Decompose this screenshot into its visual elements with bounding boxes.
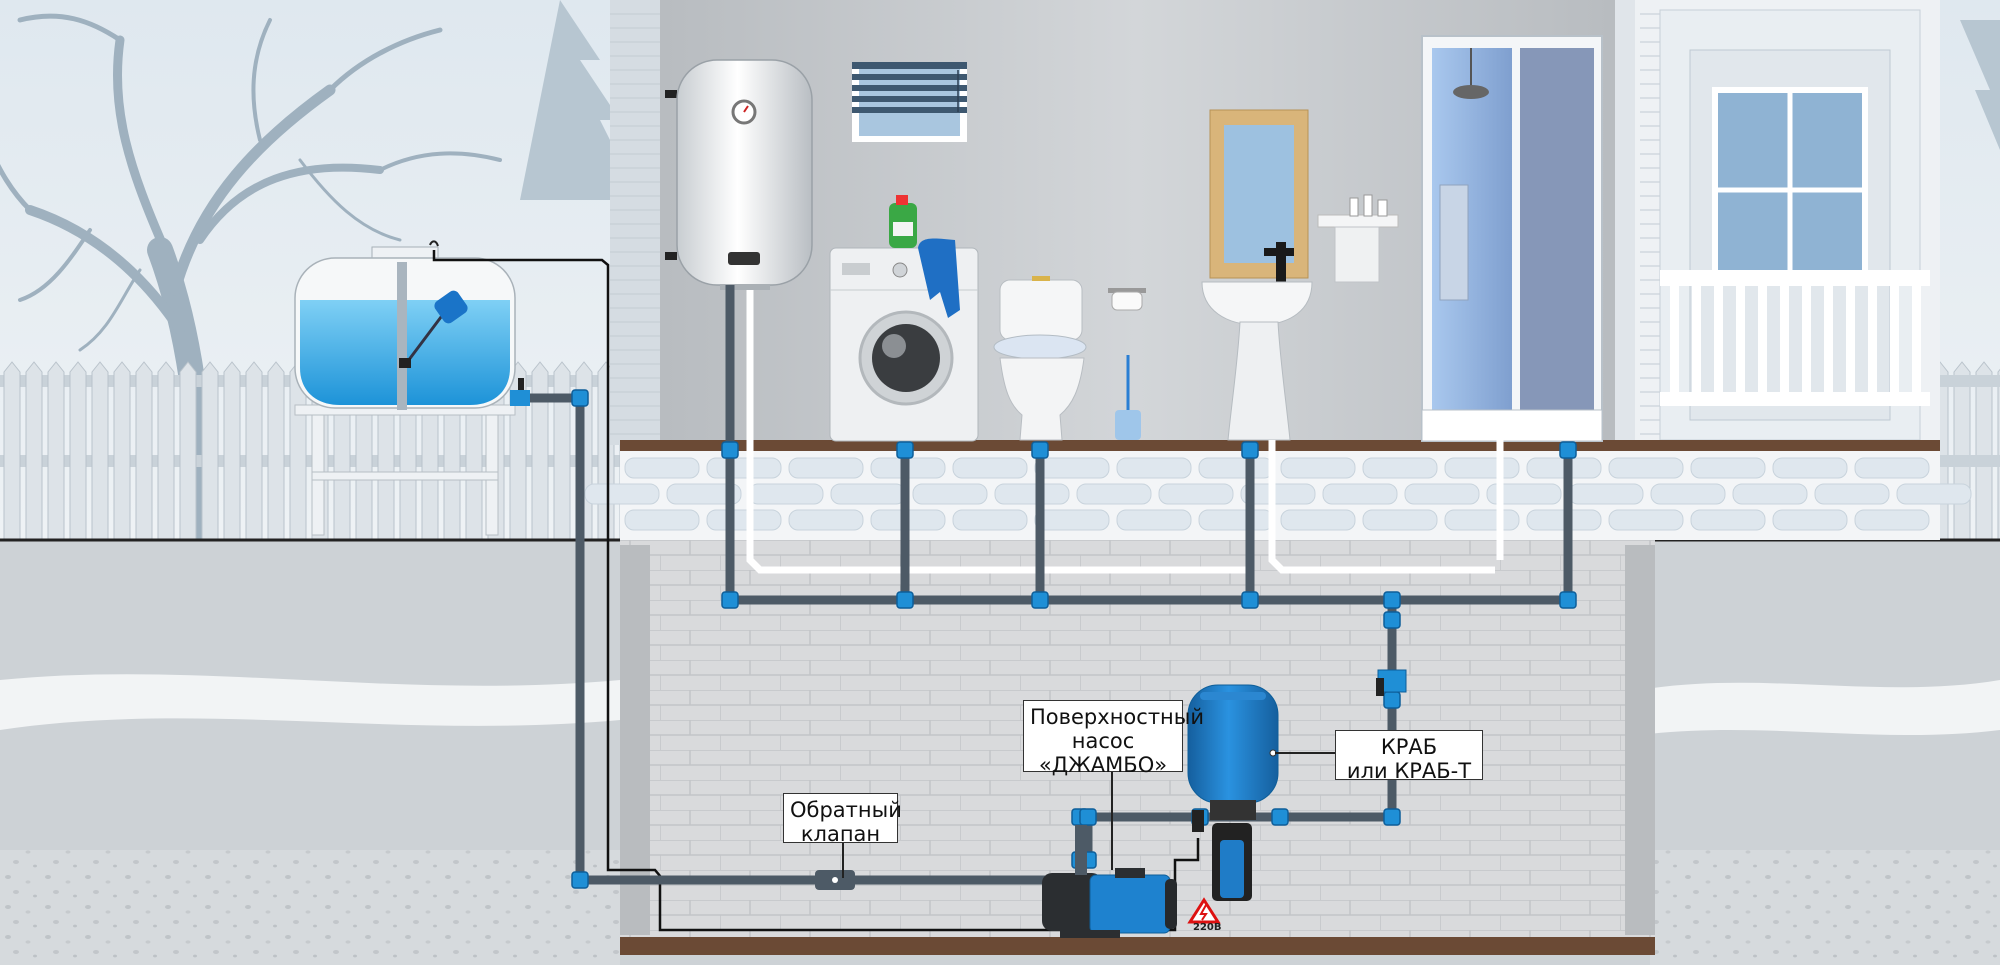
pressure-switch-icon xyxy=(1192,810,1252,901)
accumulator-label-line1: КРАБ xyxy=(1380,735,1438,759)
hydroaccumulator-icon xyxy=(1187,684,1279,820)
pipe-fitting xyxy=(1383,808,1401,826)
shower-cabin-icon xyxy=(1421,35,1603,442)
check-valve-icon xyxy=(815,870,855,890)
drain-pipes xyxy=(746,290,1504,574)
pipe-fitting xyxy=(571,871,589,889)
float-switch-icon xyxy=(399,240,468,368)
pipe-fitting xyxy=(1559,441,1577,459)
toilet-paper-icon xyxy=(1108,288,1146,311)
window-blinds-icon xyxy=(852,62,967,142)
accumulator-label-line2: или КРАБ-Т xyxy=(1346,759,1472,783)
toilet-icon xyxy=(993,276,1087,441)
porch-icon xyxy=(1659,9,1930,441)
pipe-fitting xyxy=(1383,611,1401,629)
surface-pump-icon xyxy=(1042,825,1177,938)
check-valve-label-line2: клапан xyxy=(800,822,881,846)
detergent-bottle-icon xyxy=(889,195,917,248)
toilet-brush-icon xyxy=(1115,355,1141,440)
pipe-fitting xyxy=(1271,808,1289,826)
pipe-fitting xyxy=(721,591,739,609)
water-tank-icon xyxy=(294,246,516,536)
washing-machine-icon xyxy=(829,247,979,442)
voltage-label: 220В xyxy=(1193,922,1222,933)
check-valve-label-line1: Обратный xyxy=(790,798,902,822)
mirror-icon xyxy=(1209,109,1309,282)
pipe-fitting xyxy=(896,441,914,459)
ball-valve-icon xyxy=(510,378,1407,696)
shelf-icon xyxy=(1317,194,1399,283)
pipe-fitting xyxy=(1031,591,1049,609)
pump-label-line3: «ДЖАМБО» xyxy=(1038,753,1168,777)
towel-icon xyxy=(918,238,960,318)
check-valve-label: Обратный клапан xyxy=(783,793,902,846)
high-voltage-warning-icon xyxy=(1187,897,1221,924)
pipe-fitting xyxy=(1241,591,1259,609)
pump-label: Поверхностный насос «ДЖАМБО» xyxy=(1023,700,1205,777)
pipe-fitting xyxy=(896,591,914,609)
pipe-fitting xyxy=(721,441,739,459)
pipe-fitting xyxy=(1241,441,1259,459)
pipe-fitting xyxy=(1559,591,1577,609)
pipe-fitting xyxy=(571,389,589,407)
pump-label-line1: Поверхностный xyxy=(1030,705,1205,729)
boiler-icon xyxy=(665,59,813,290)
pump-label-line2: насос xyxy=(1071,729,1135,753)
sink-icon xyxy=(1201,281,1313,441)
pipe-fitting xyxy=(1383,691,1401,709)
accumulator-label: КРАБ или КРАБ-Т xyxy=(1335,730,1483,783)
pipe-fitting xyxy=(1383,591,1401,609)
pipe-fitting xyxy=(1079,808,1097,826)
pipe-fitting xyxy=(1031,441,1049,459)
